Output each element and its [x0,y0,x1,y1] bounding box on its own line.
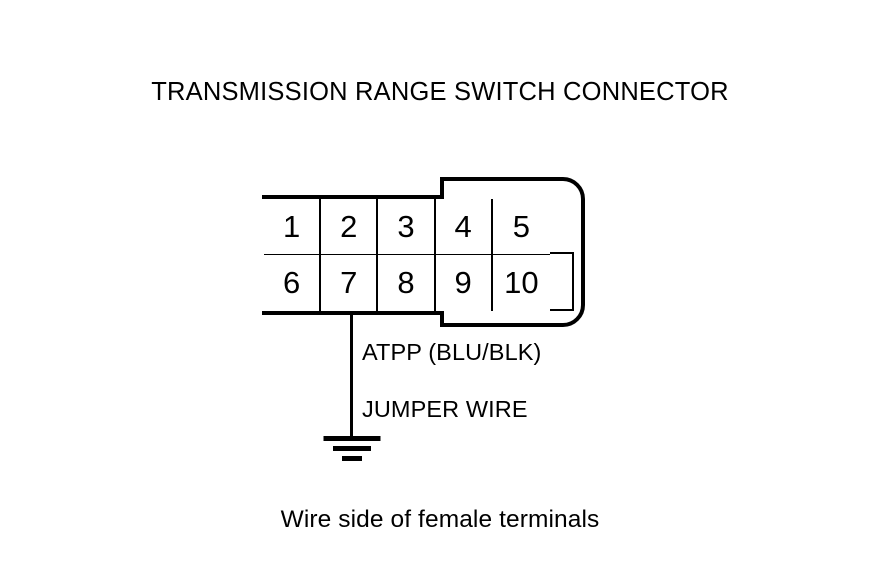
terminal-cell-10: 10 [492,255,550,311]
grid-bottom-edge [262,311,444,315]
terminal-number: 8 [397,264,415,300]
terminal-cell-2: 2 [321,199,379,255]
terminal-cell-8: 8 [378,255,436,311]
terminal-row-bottom: 6 7 8 9 10 [264,255,550,311]
diagram-caption: Wire side of female terminals [280,506,600,533]
circuit-label: ATPP (BLU/BLK) [362,339,542,365]
terminal-number: 6 [282,264,301,300]
terminal-cell-blank [550,252,574,311]
terminal-cell-4: 4 [435,199,493,255]
ground-bar-1 [323,436,380,441]
terminal-row-top: 1 2 3 4 5 [264,199,550,255]
ground-bar-2 [332,446,371,451]
terminal-cell-1: 1 [264,199,322,255]
jumper-wire-line [350,311,353,440]
terminal-number: 2 [340,208,358,244]
terminal-cell-9: 9 [435,255,493,311]
terminal-number: 7 [340,264,358,300]
terminal-cell-3: 3 [378,199,436,255]
terminal-number: 3 [397,208,415,244]
ground-icon [323,436,380,461]
ground-bar-3 [341,456,362,461]
terminal-number: 1 [282,208,301,244]
terminal-number: 4 [454,208,472,244]
terminal-cell-5: 5 [492,199,550,255]
terminal-number: 9 [454,264,472,300]
terminal-grid: 1 2 3 4 5 6 7 8 [262,195,574,315]
jumper-wire-label: JUMPER WIRE [362,396,528,422]
terminal-cell-7: 7 [321,255,379,311]
page-title: TRANSMISSION RANGE SWITCH CONNECTOR [151,78,729,106]
grid-top-edge [262,195,444,199]
terminal-number: 5 [512,208,530,244]
terminal-number: 10 [504,264,539,300]
terminal-cell-6: 6 [264,255,322,311]
